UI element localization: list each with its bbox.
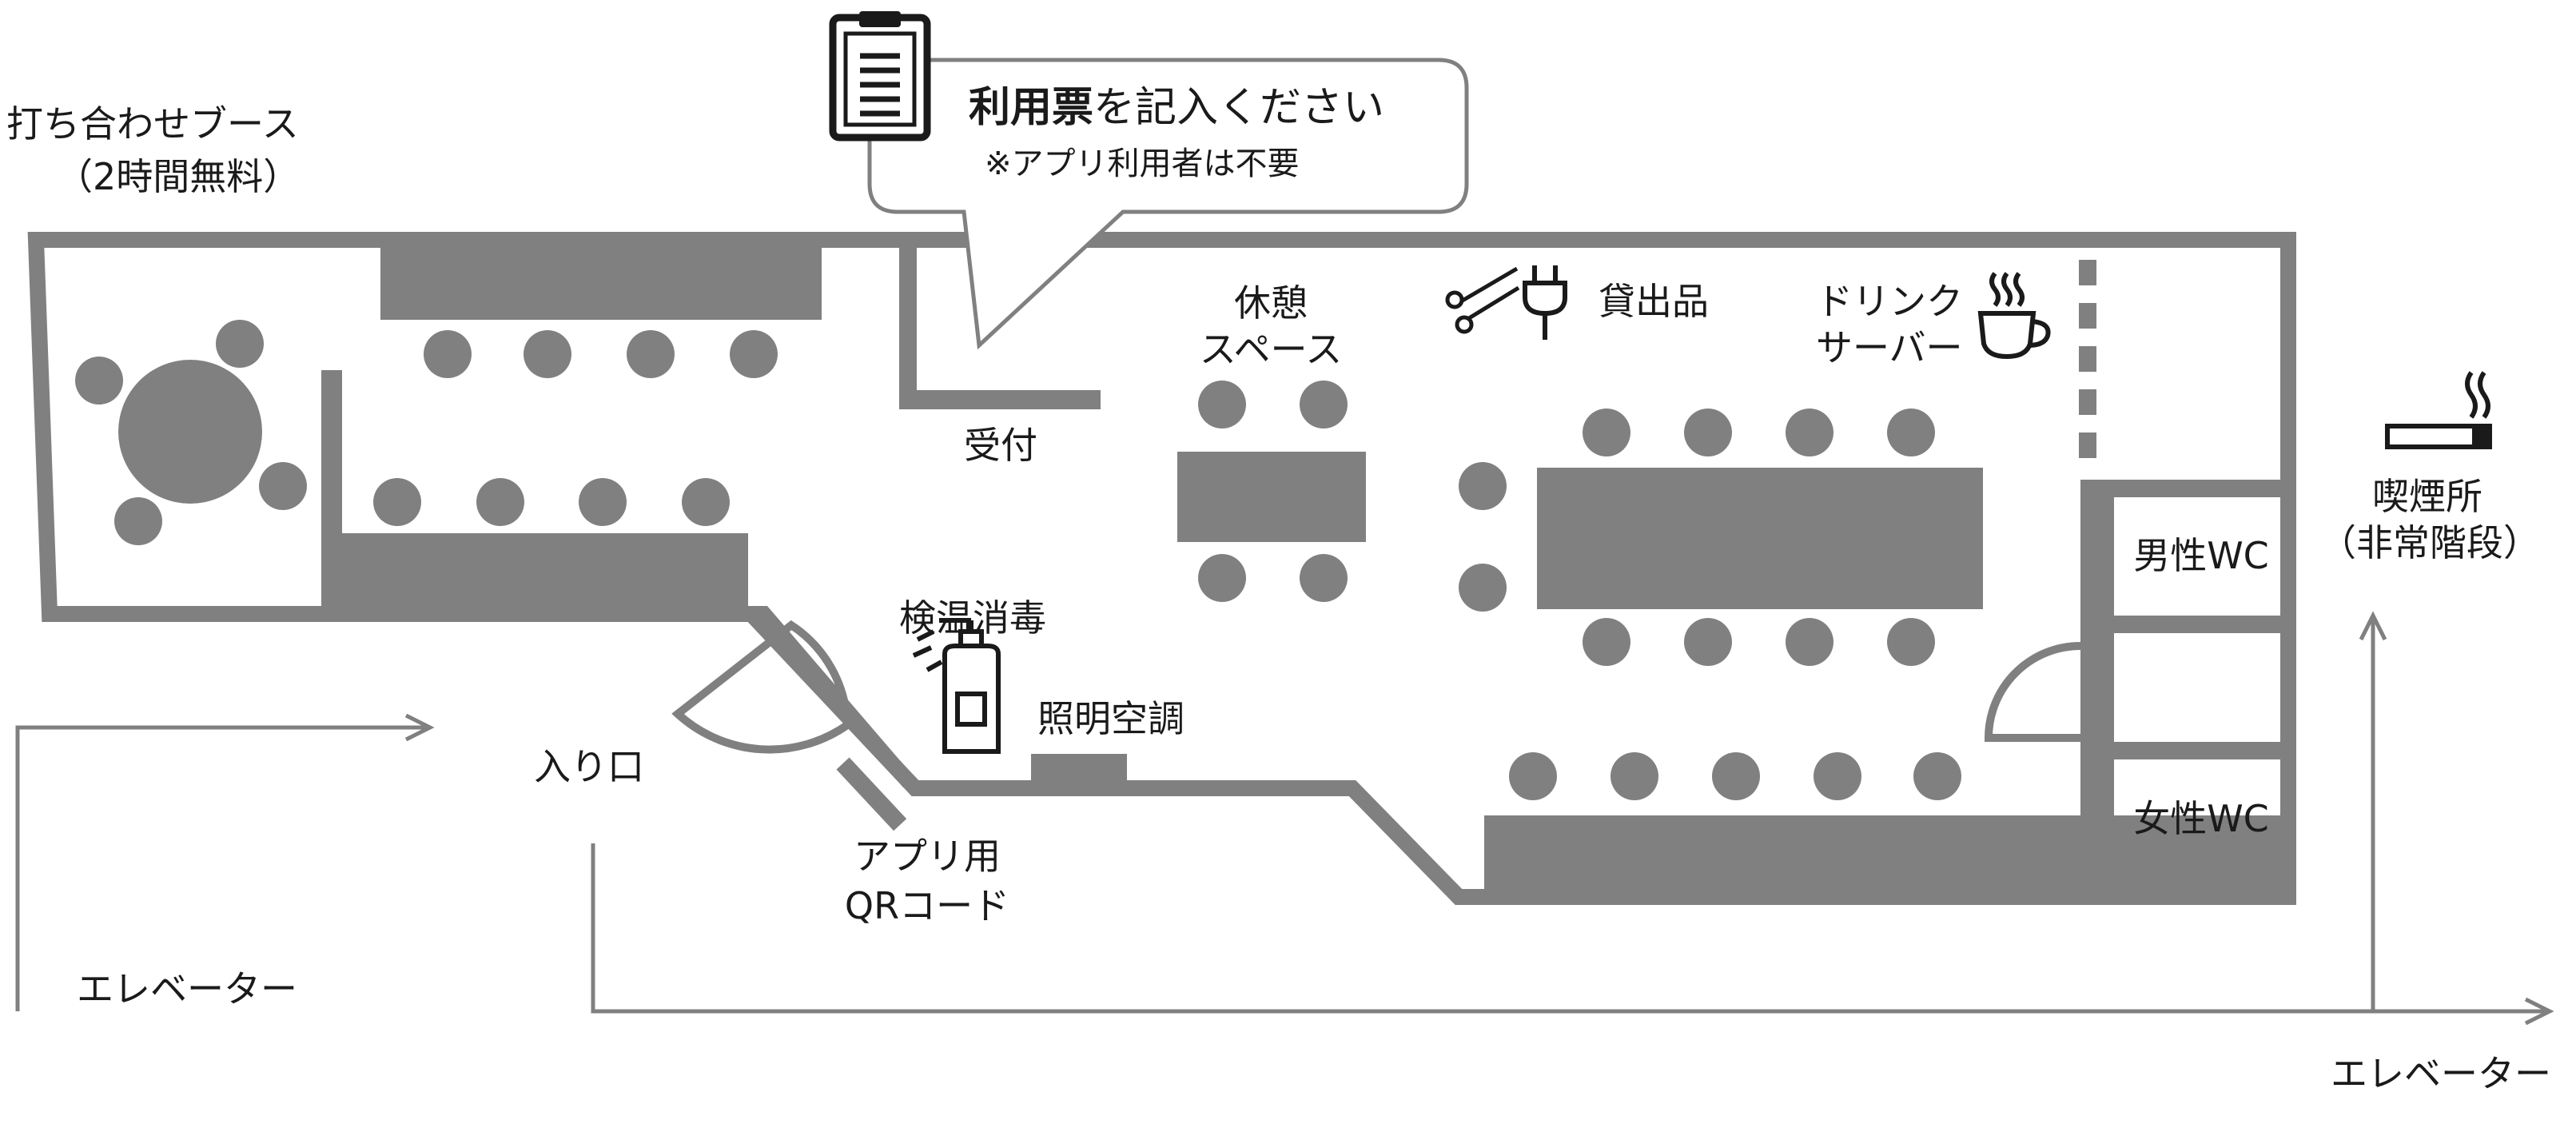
smoking-label-line1: 喫煙所 bbox=[2372, 475, 2482, 518]
wc-door-swing bbox=[1984, 642, 2081, 742]
chair bbox=[1300, 554, 1348, 602]
plug-icon bbox=[1523, 265, 1567, 340]
entrance-label: 入り口 bbox=[534, 745, 644, 788]
meeting-booth-note: （2時間無料） bbox=[56, 155, 301, 198]
chair bbox=[1459, 564, 1507, 612]
entrance-door-swing bbox=[671, 620, 852, 754]
chair bbox=[1610, 752, 1658, 800]
elevator-left-label: エレベーター bbox=[77, 967, 297, 1010]
wc-divider bbox=[2098, 742, 2288, 759]
drink-label-line1: ドリンク bbox=[1816, 280, 1963, 323]
lighting-ac-label: 照明空調 bbox=[1037, 697, 1184, 740]
callout-title-bold: 利用票 bbox=[969, 84, 1094, 132]
scissors-icon bbox=[1445, 266, 1520, 334]
chair bbox=[579, 478, 627, 526]
wc-wall-inner bbox=[2098, 497, 2114, 897]
chair bbox=[114, 497, 162, 545]
round-table bbox=[118, 360, 262, 504]
callout-title-rest: を記入ください bbox=[1093, 84, 1385, 132]
chair bbox=[1786, 409, 1833, 456]
smoking-label-line2: （非常階段） bbox=[2319, 521, 2540, 564]
chair bbox=[424, 330, 472, 378]
chair bbox=[1459, 462, 1507, 510]
chair bbox=[476, 478, 524, 526]
cigarette-icon bbox=[2385, 371, 2492, 449]
callout-subtitle: ※アプリ利用者は不要 bbox=[985, 145, 1300, 182]
chair bbox=[1509, 752, 1557, 800]
outer-wall bbox=[27, 232, 2296, 905]
chair bbox=[1786, 618, 1833, 666]
chair bbox=[1583, 409, 1630, 456]
spray-bottle-icon bbox=[912, 618, 1001, 754]
coffee-cup-icon bbox=[1977, 272, 2051, 360]
lounge-table bbox=[1177, 452, 1366, 542]
wc-divider bbox=[2098, 616, 2288, 633]
reception-wall-horizontal bbox=[899, 390, 1101, 409]
route-left-arrow bbox=[15, 713, 435, 1011]
route-right-arrow bbox=[591, 843, 2554, 1026]
elevator-right-label: エレベーター bbox=[2331, 1052, 2551, 1095]
chair bbox=[1684, 409, 1732, 456]
rental-items-label: 貸出品 bbox=[1599, 280, 1709, 323]
chair bbox=[75, 357, 123, 405]
womens-wc-label: 女性WC bbox=[2133, 797, 2269, 840]
chair bbox=[524, 330, 571, 378]
lounge-label-line1: 休憩 bbox=[1234, 281, 1308, 325]
sanitize-label: 検温消毒 bbox=[899, 596, 1046, 640]
chair bbox=[216, 320, 264, 368]
chair bbox=[373, 478, 421, 526]
lounge-label-line2: スペース bbox=[1199, 328, 1343, 371]
lighting-panel bbox=[1031, 754, 1127, 780]
chair bbox=[1887, 409, 1935, 456]
large-table bbox=[1537, 468, 1983, 609]
chair bbox=[627, 330, 675, 378]
chair bbox=[1300, 381, 1348, 428]
clipboard-icon bbox=[829, 11, 931, 142]
chair bbox=[259, 462, 307, 510]
chair bbox=[1814, 752, 1861, 800]
chair bbox=[1712, 752, 1760, 800]
app-qr-label-line2: QRコード bbox=[844, 884, 1010, 927]
app-qr-label-line1: アプリ用 bbox=[854, 835, 1001, 878]
chair bbox=[1887, 618, 1935, 666]
reception-label: 受付 bbox=[964, 424, 1037, 467]
counter-bottom bbox=[1484, 815, 2288, 897]
chair bbox=[1684, 618, 1732, 666]
chair bbox=[730, 330, 778, 378]
wc-wall-top bbox=[2080, 480, 2288, 497]
route-up-arrow bbox=[2359, 611, 2387, 1011]
mens-wc-label: 男性WC bbox=[2133, 534, 2269, 577]
drink-label-line2: サーバー bbox=[1816, 326, 1963, 369]
chair bbox=[1583, 618, 1630, 666]
qr-code-stand bbox=[836, 757, 907, 831]
reception-wall-vertical bbox=[899, 240, 917, 409]
meeting-booth-label: 打ち合わせブース bbox=[6, 102, 299, 145]
counter-top bbox=[380, 248, 822, 320]
chair bbox=[1198, 554, 1246, 602]
chair bbox=[682, 478, 730, 526]
chair bbox=[1198, 381, 1246, 428]
booth-partition bbox=[321, 370, 342, 618]
wc-wall-left bbox=[2080, 480, 2098, 897]
entrance-wall bbox=[747, 606, 923, 787]
counter-lower bbox=[342, 533, 748, 614]
chair bbox=[1913, 752, 1961, 800]
callout-title: 利用票を記入ください bbox=[969, 85, 1384, 131]
